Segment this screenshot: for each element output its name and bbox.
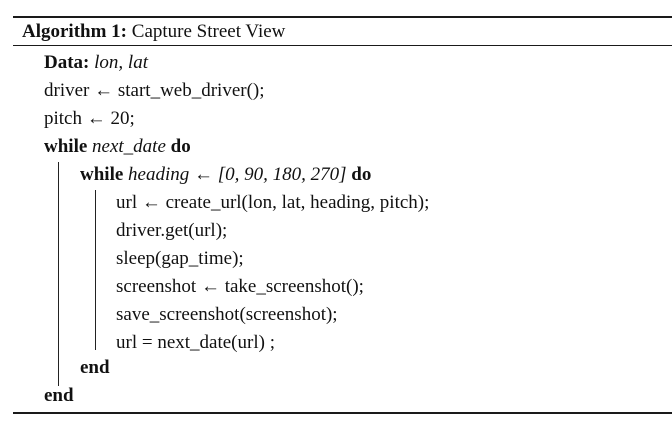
outer-block-bar	[58, 162, 59, 386]
inner-end-keyword: end	[80, 357, 110, 378]
data-keyword: Data:	[44, 52, 90, 73]
inner-block-bar	[95, 190, 96, 350]
driver-line: driver ← start_web_driver();	[44, 80, 265, 101]
inner-do-keyword: do	[351, 164, 372, 185]
screenshot-line: screenshot ← take_screenshot();	[116, 276, 364, 297]
top-rule	[13, 16, 672, 18]
outer-do-keyword: do	[170, 136, 191, 157]
outer-end-keyword: end	[44, 385, 74, 406]
outer-while-condition: next_date	[92, 136, 166, 157]
bottom-rule	[13, 412, 672, 414]
data-line: Data: lon, lat	[44, 50, 148, 76]
save-screenshot-line: save_screenshot(screenshot);	[116, 304, 338, 325]
inner-while-condition: heading ← [0, 90, 180, 270]	[128, 164, 347, 185]
driver-get-line: driver.get(url);	[116, 220, 228, 241]
inner-while-keyword: while	[80, 164, 124, 185]
url-next-line: url = next_date(url) ;	[116, 332, 275, 353]
outer-while-keyword: while	[44, 136, 88, 157]
data-vars: lon, lat	[94, 52, 148, 73]
sleep-line: sleep(gap_time);	[116, 248, 244, 269]
algorithm-label: Algorithm 1:	[22, 21, 128, 42]
caption-rule	[13, 45, 672, 46]
url-create-line: url ← create_url(lon, lat, heading, pitc…	[116, 192, 430, 213]
algorithm-title: Capture Street View	[131, 21, 286, 42]
pitch-line: pitch ← 20;	[44, 108, 135, 129]
algorithm-caption: Algorithm 1: Capture Street View	[22, 19, 285, 45]
inner-while-line: while heading ← [0, 90, 180, 270] do	[80, 162, 371, 188]
outer-while-line: while next_date do	[44, 134, 191, 160]
